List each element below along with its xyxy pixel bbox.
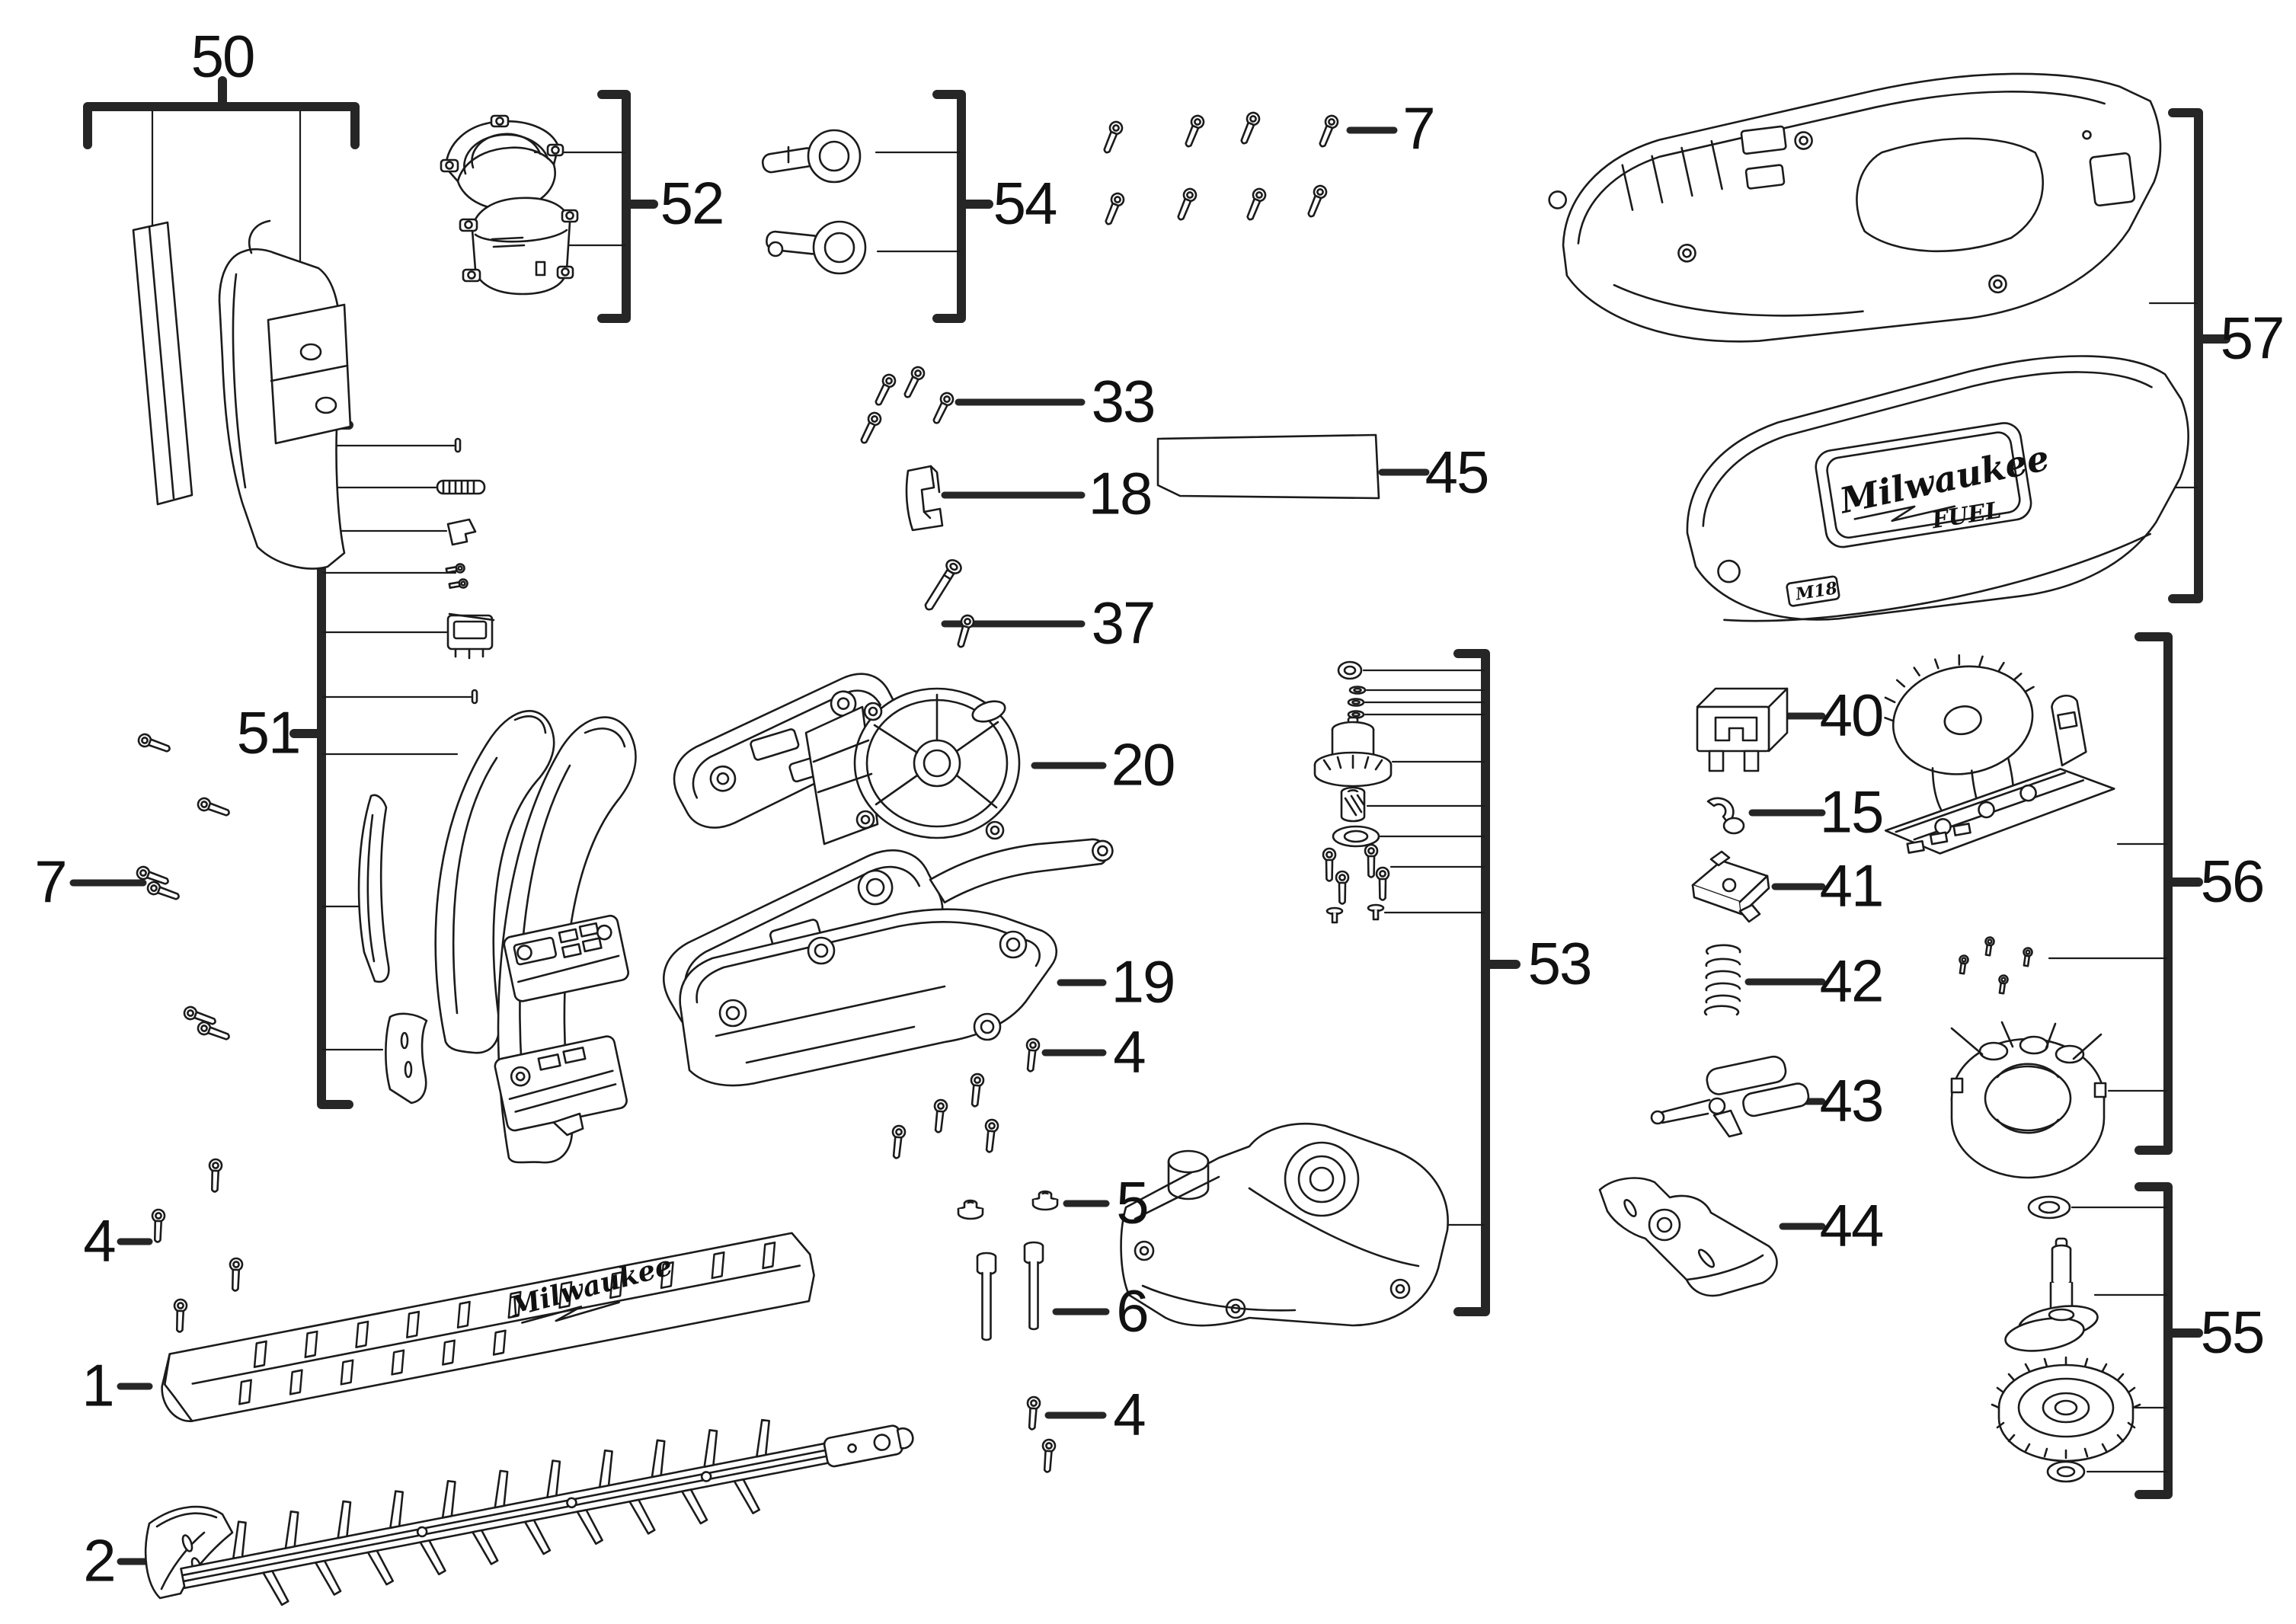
callout-2: 2 <box>83 1526 116 1594</box>
spring-icon <box>436 479 486 495</box>
callout-19: 19 <box>1111 948 1176 1015</box>
gear-case-icon <box>1120 1123 1449 1327</box>
part-screws-4-mid <box>889 1037 1041 1160</box>
callout-54: 54 <box>993 169 1058 237</box>
callout-20: 20 <box>1111 730 1176 798</box>
part-clip-plate-41 <box>1691 850 1770 923</box>
callout-4-mid: 4 <box>1113 1018 1146 1085</box>
callout-53: 53 <box>1527 929 1593 997</box>
spindle-icon <box>2004 1237 2099 1352</box>
large-gear-icon <box>1991 1356 2141 1463</box>
part-blade-cover: Milwaukee <box>161 1232 815 1422</box>
callout-4-bottom: 4 <box>1113 1380 1146 1448</box>
part-electronics-56 <box>1884 654 2115 1179</box>
callout-7-left: 7 <box>34 848 67 916</box>
part-screws-4-bottom <box>1025 1395 1057 1474</box>
part-housing-bottom-half: Milwaukee FUEL M18 <box>1686 355 2189 622</box>
part-base-plate <box>679 908 1058 1087</box>
part-screws-7-top <box>1099 110 1341 228</box>
part-housing-top-half <box>1548 72 2162 343</box>
part-screws-4-left <box>150 1158 244 1334</box>
part-blade-assembly <box>144 1418 914 1606</box>
screws-56 <box>1956 935 2034 995</box>
callout-4-left: 4 <box>83 1207 116 1274</box>
callout-42: 42 <box>1819 947 1885 1015</box>
part-screws-37 <box>919 556 977 650</box>
callout-51: 51 <box>236 699 302 766</box>
callout-55: 55 <box>2200 1298 2266 1366</box>
pinion-icon <box>1340 786 1366 823</box>
callout-1: 1 <box>82 1351 114 1419</box>
callout-43: 43 <box>1819 1066 1885 1134</box>
bracket-57 <box>2148 108 2230 603</box>
callout-52: 52 <box>660 169 725 237</box>
part-lever-43 <box>1650 1055 1810 1138</box>
bracket-56 <box>2048 632 2203 1155</box>
callout-37: 37 <box>1091 589 1156 657</box>
part-wall-mount-bracket <box>132 219 352 570</box>
callout-40: 40 <box>1819 681 1885 749</box>
stator-icon <box>1950 1021 2107 1179</box>
callout-15: 15 <box>1819 778 1885 846</box>
part-gear-assembly-53 <box>1120 660 1449 1327</box>
callout-41: 41 <box>1819 852 1885 919</box>
part-screws-33 <box>856 364 956 446</box>
bracket-53 <box>1362 649 1521 1316</box>
part-label-45 <box>1156 433 1380 500</box>
part-screws-7-left <box>134 731 232 1044</box>
part-lockoff-44 <box>1598 1177 1778 1297</box>
callout-56: 56 <box>2200 847 2266 915</box>
bracket-54 <box>875 90 993 323</box>
part-clip-15 <box>1706 797 1745 835</box>
part-spring-42 <box>1703 944 1741 1016</box>
part-bushings-5 <box>957 1190 1059 1220</box>
callout-44: 44 <box>1819 1191 1885 1259</box>
callout-7-top: 7 <box>1402 94 1435 162</box>
part-spindle-gear-55 <box>1991 1195 2141 1483</box>
part-connector-40 <box>1696 687 1789 772</box>
callout-6: 6 <box>1116 1277 1149 1344</box>
callout-50: 50 <box>190 22 256 90</box>
callout-33: 33 <box>1091 367 1156 435</box>
part-gear-case-cover <box>804 687 1021 846</box>
rotor-fan-icon <box>1313 716 1393 788</box>
micro-switch-icon <box>446 612 495 660</box>
part-motor-clamps <box>440 114 579 296</box>
part-eyelets <box>761 129 867 275</box>
callout-18: 18 <box>1088 459 1153 527</box>
callout-5: 5 <box>1116 1168 1149 1236</box>
callout-57: 57 <box>2220 304 2285 372</box>
bracket-55 <box>2071 1182 2203 1499</box>
part-bracket-18 <box>905 465 944 532</box>
part-long-screws-6 <box>976 1241 1044 1341</box>
callout-45: 45 <box>1425 438 1490 506</box>
